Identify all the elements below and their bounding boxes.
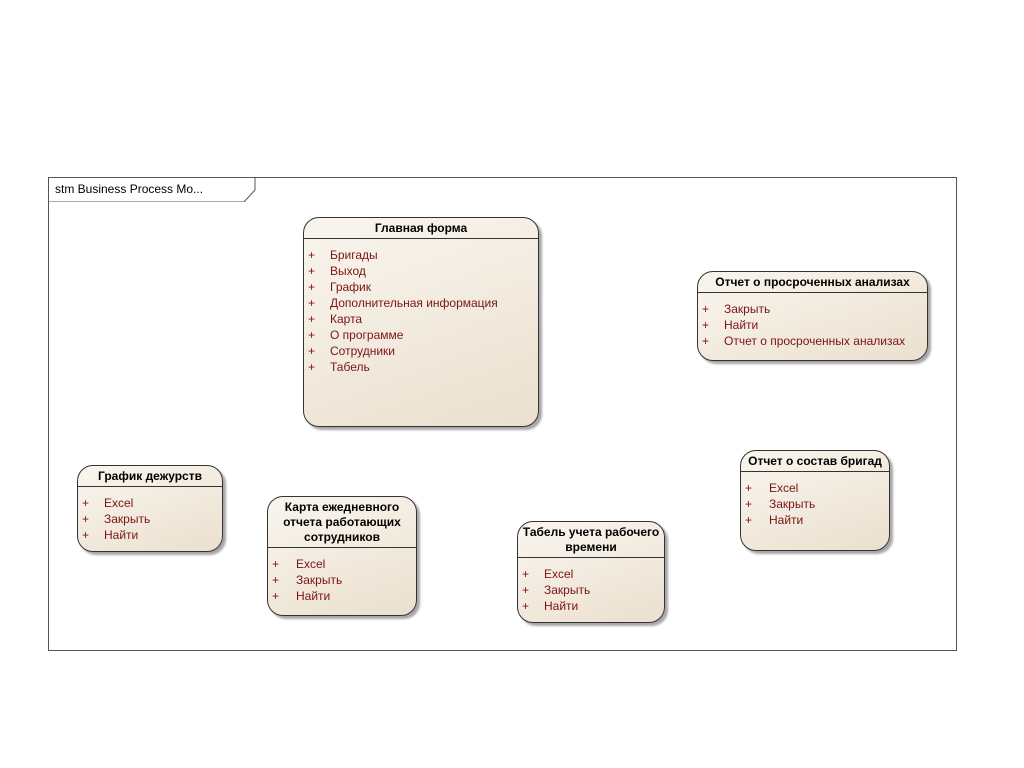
operation-item[interactable]: + Табель: [304, 359, 538, 375]
visibility-plus: +: [308, 344, 316, 358]
operation-item[interactable]: + Найти: [78, 527, 222, 543]
operation-item[interactable]: + Закрыть: [741, 496, 889, 512]
operation-item[interactable]: + Закрыть: [78, 511, 222, 527]
operations-list: + Excel + Закрыть + Найти: [78, 487, 222, 543]
operation-name: Бригады: [330, 248, 378, 262]
operations-list: + Закрыть + Найти + Отчет о просроченных анал…: [698, 293, 927, 349]
visibility-plus: +: [308, 264, 316, 278]
operation-item[interactable]: + Закрыть: [518, 582, 664, 598]
state-main[interactable]: Главная форма + Бригады + Выход + График + Допол…: [303, 217, 539, 427]
state-brigades[interactable]: Отчет о состав бригад + Excel + Закрыть + Найт…: [740, 450, 890, 551]
operation-item[interactable]: + Карта: [304, 311, 538, 327]
visibility-plus: +: [308, 248, 316, 262]
operation-name: Excel: [104, 496, 134, 510]
state-title: Отчет о просроченных анализах: [698, 272, 927, 293]
operation-name: Закрыть: [544, 583, 591, 597]
operation-item[interactable]: + Excel: [741, 480, 889, 496]
visibility-plus: +: [308, 296, 316, 310]
visibility-plus: +: [272, 557, 280, 571]
state-title: Отчет о состав бригад: [741, 451, 889, 472]
operation-name: Карта: [330, 312, 363, 326]
operation-name: Найти: [104, 528, 139, 542]
operation-item[interactable]: + Закрыть: [268, 572, 416, 588]
operation-name: Найти: [724, 318, 759, 332]
visibility-plus: +: [702, 334, 710, 348]
visibility-plus: +: [308, 328, 316, 342]
operation-item[interactable]: + Найти: [518, 598, 664, 614]
operation-name: Выход: [330, 264, 366, 278]
visibility-plus: +: [522, 567, 530, 581]
operations-list: + Excel + Закрыть + Найти: [518, 558, 664, 614]
operation-item[interactable]: + График: [304, 279, 538, 295]
operation-item[interactable]: + О программе: [304, 327, 538, 343]
state-title: График дежурств: [78, 466, 222, 487]
visibility-plus: +: [702, 302, 710, 316]
operation-item[interactable]: + Excel: [78, 495, 222, 511]
operation-item[interactable]: + Найти: [698, 317, 927, 333]
state-overdue[interactable]: Отчет о просроченных анализах + Закрыть + На…: [697, 271, 928, 361]
visibility-plus: +: [522, 583, 530, 597]
operation-item[interactable]: + Сотрудники: [304, 343, 538, 359]
operation-item[interactable]: + Бригады: [304, 247, 538, 263]
visibility-plus: +: [308, 280, 316, 294]
operation-name: О программе: [330, 328, 404, 342]
state-daily-map[interactable]: Карта ежедневного отчета работающих сотр…: [267, 496, 417, 616]
visibility-plus: +: [82, 512, 90, 526]
operation-name: Найти: [769, 513, 804, 527]
operation-name: Закрыть: [296, 573, 343, 587]
operation-item[interactable]: + Excel: [518, 566, 664, 582]
operations-list: + Excel + Закрыть + Найти: [741, 472, 889, 528]
operation-name: График: [330, 280, 371, 294]
operation-item[interactable]: + Отчет о просроченных анализах: [698, 333, 927, 349]
state-title: Табель учета рабочего времени: [518, 522, 664, 558]
operations-list: + Бригады + Выход + График + Дополнительная инф…: [304, 239, 538, 375]
operation-name: Табель: [330, 360, 370, 374]
operation-item[interactable]: + Excel: [268, 556, 416, 572]
operations-list: + Excel + Закрыть + Найти: [268, 548, 416, 604]
operation-name: Закрыть: [724, 302, 771, 316]
visibility-plus: +: [745, 481, 753, 495]
operation-item[interactable]: + Найти: [268, 588, 416, 604]
frame-label: stm Business Process Mo...: [55, 182, 204, 196]
visibility-plus: +: [702, 318, 710, 332]
operation-item[interactable]: + Выход: [304, 263, 538, 279]
operation-name: Сотрудники: [330, 344, 395, 358]
operation-name: Закрыть: [769, 497, 816, 511]
operation-name: Найти: [544, 599, 579, 613]
operation-name: Excel: [296, 557, 326, 571]
operation-item[interactable]: + Закрыть: [698, 301, 927, 317]
operation-name: Закрыть: [104, 512, 151, 526]
operation-name: Excel: [544, 567, 574, 581]
visibility-plus: +: [272, 573, 280, 587]
state-title: Карта ежедневного отчета работающих сотр…: [268, 497, 416, 548]
visibility-plus: +: [522, 599, 530, 613]
visibility-plus: +: [272, 589, 280, 603]
frame-label-tab: [49, 178, 256, 202]
state-title: Главная форма: [304, 218, 538, 239]
visibility-plus: +: [82, 496, 90, 510]
visibility-plus: +: [82, 528, 90, 542]
operation-name: Excel: [769, 481, 799, 495]
operation-item[interactable]: + Дополнительная информация: [304, 295, 538, 311]
operation-name: Отчет о просроченных анализах: [724, 334, 906, 348]
visibility-plus: +: [745, 513, 753, 527]
visibility-plus: +: [745, 497, 753, 511]
operation-item[interactable]: + Найти: [741, 512, 889, 528]
state-timesheet[interactable]: Табель учета рабочего времени + Excel + Закр…: [517, 521, 665, 623]
state-duty[interactable]: График дежурств + Excel + Закрыть + Найти: [77, 465, 223, 552]
operation-name: Дополнительная информация: [330, 296, 498, 310]
visibility-plus: +: [308, 360, 316, 374]
visibility-plus: +: [308, 312, 316, 326]
operation-name: Найти: [296, 589, 331, 603]
